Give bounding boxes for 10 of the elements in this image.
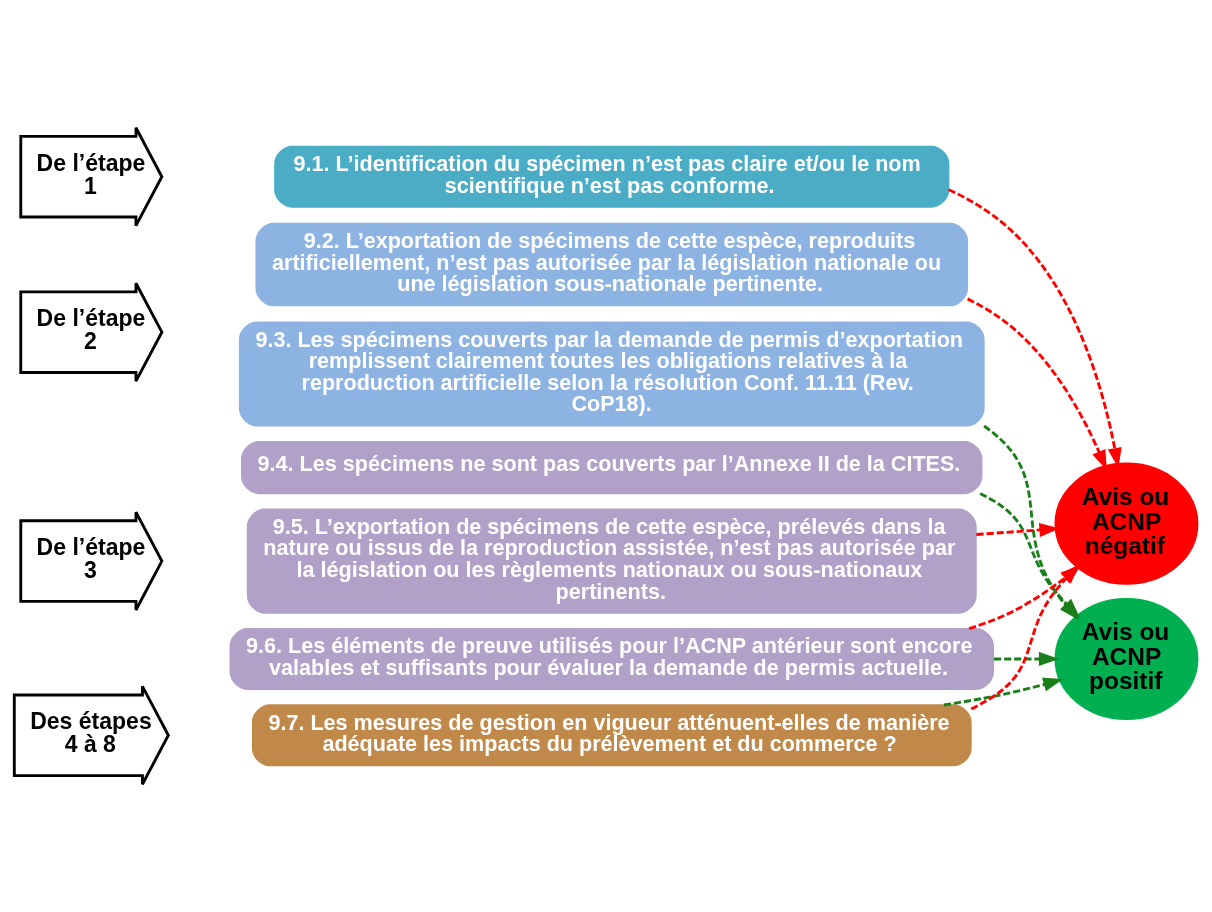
- node-box: 9.2. L’exportation de spécimens de cette espèce, reproduits artificiellement, n’est pas autorisée par la législation nationale ou une législation sous-nationale pertinente.: [255, 222, 969, 307]
- node-box: 9.6. Les éléments de preuve utilisés pour l’ACNP antérieur sont encore valables et suffisants pour évaluer la demande de permis actuelle.: [229, 628, 994, 690]
- arrow: [993, 651, 1060, 667]
- node-box: 9.5. L’exportation de spécimens de cette espèce, prélevés dans la nature ou issus de la reproduction assistée, n’est pas autorisée par la législation ou les règlements nationaux ou sous-nationaux pertinents.: [246, 508, 977, 614]
- arrow: [943, 677, 1064, 707]
- node-box: 9.4. Les spécimens ne sont pas couverts par l’Annexe II de la CITES.: [241, 440, 983, 495]
- node-box: 9.7. Les mesures de gestion en vigueur atténuent-elles de manière adéquate les impacts du prélèvement et du commerce ?: [251, 704, 972, 767]
- node-box: 9.3. Les spécimens couverts par la demande de permis d’exportation remplissent clairement toutes les obligations relatives à la reproduction artificielle selon la résolution Conf. 11.11 (Rev. CoP18).: [238, 321, 985, 427]
- node-box: 9.1. L’identification du spécimen n’est pas claire et/ou le nom scientifique n’est pas conforme.: [274, 145, 950, 208]
- arrow: [948, 188, 1122, 469]
